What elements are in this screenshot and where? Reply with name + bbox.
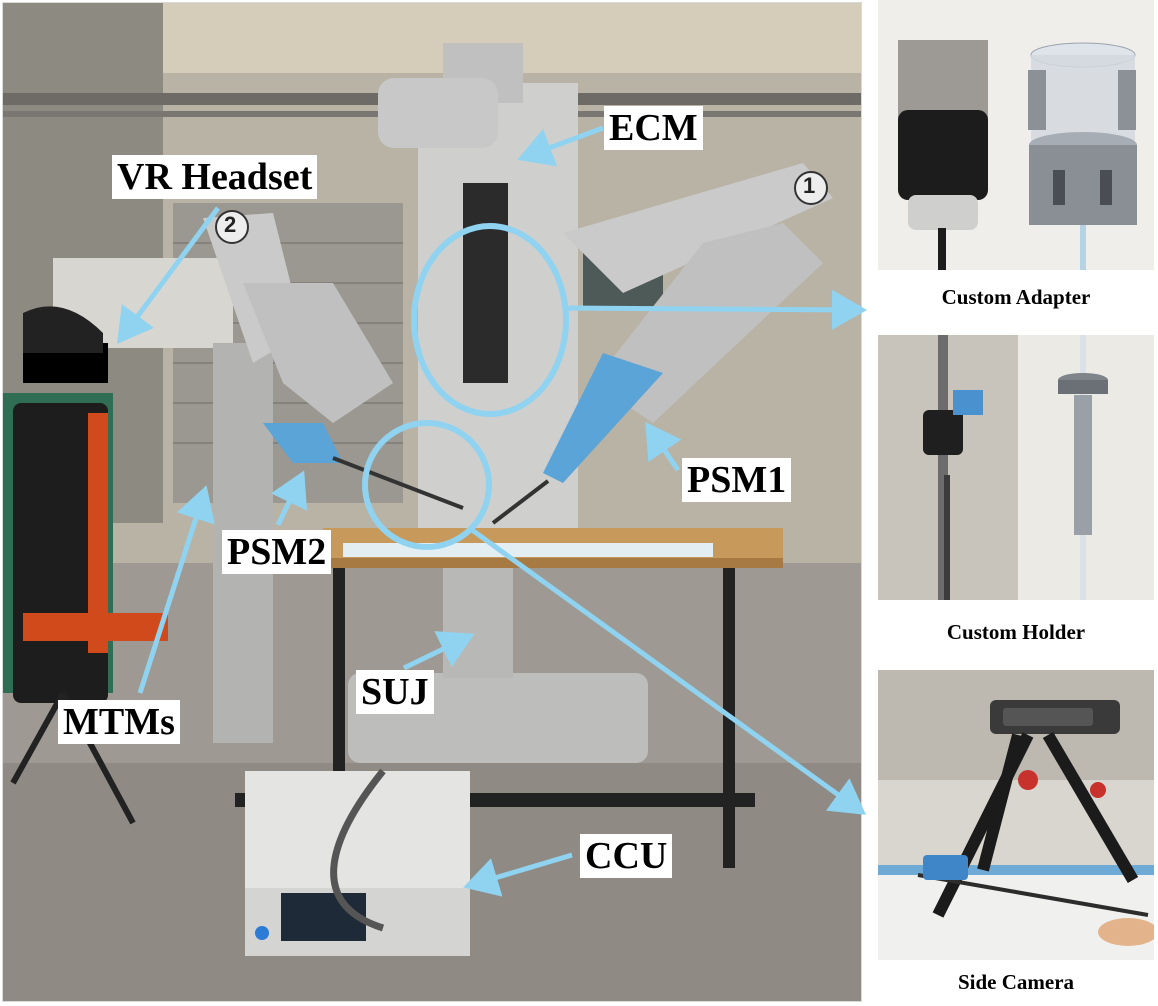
custom-adapter-illustration <box>878 0 1154 270</box>
mtms-label: MTMs <box>58 700 180 744</box>
ecm-label: ECM <box>604 106 703 150</box>
side-camera-illustration <box>878 670 1154 960</box>
custom-adapter-caption: Custom Adapter <box>941 285 1091 309</box>
custom-adapter-panel <box>878 0 1154 270</box>
custom-holder-panel <box>878 335 1154 600</box>
arm1-number-badge: 1 <box>803 173 816 198</box>
side-camera-panel <box>878 670 1154 960</box>
psm1-label: PSM1 <box>682 458 792 502</box>
suj-label: SUJ <box>356 670 434 714</box>
ecm-highlight-circle <box>411 223 569 417</box>
vr-headset-label: VR Headset <box>112 155 318 199</box>
psm2-label: PSM2 <box>222 530 332 574</box>
custom-holder-caption: Custom Holder <box>946 620 1086 644</box>
lab-scene-illustration <box>3 3 861 1001</box>
arm2-number-badge: 2 <box>224 212 237 237</box>
psm2-tip-highlight-circle <box>362 420 492 550</box>
lab-setup-photo: 1 2 <box>2 2 862 1002</box>
ccu-label: CCU <box>580 834 673 878</box>
custom-holder-illustration <box>878 335 1154 600</box>
side-camera-caption: Side Camera <box>957 970 1075 994</box>
